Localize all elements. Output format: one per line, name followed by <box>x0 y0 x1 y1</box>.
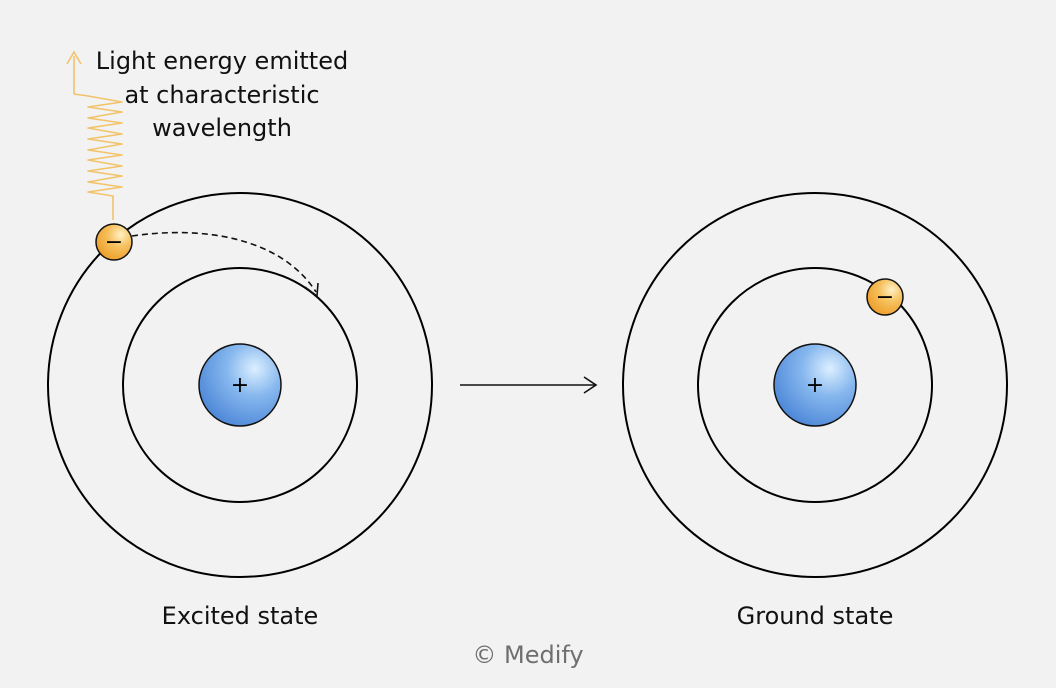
outer-orbit <box>622 192 1008 578</box>
nucleus-plus-symbol: + <box>806 373 824 398</box>
inner-orbit <box>122 267 358 503</box>
electron-minus-symbol: − <box>876 285 894 310</box>
emission-label-line-1: Light energy emitted <box>96 47 348 75</box>
excited-state-label: Excited state <box>162 602 319 630</box>
electron: − <box>866 278 904 316</box>
emission-label-line-2: at characteristic <box>124 81 319 109</box>
ground-state-label: Ground state <box>737 602 894 630</box>
inner-orbit <box>697 267 933 503</box>
copyright-credit: © Medify <box>472 641 583 669</box>
ground-state-atom: + − Ground state <box>622 192 1008 630</box>
transition-arrow <box>460 376 598 394</box>
electron: − <box>95 223 133 261</box>
nucleus-plus-symbol: + <box>231 373 249 398</box>
electron-minus-symbol: − <box>105 230 123 255</box>
nucleus: + <box>773 343 857 427</box>
electron-transition-arrow <box>131 231 319 298</box>
light-wave-icon <box>66 50 123 220</box>
emission-label-line-3: wavelength <box>152 114 292 142</box>
emission-label: Light energy emitted at characteristic w… <box>96 47 348 142</box>
nucleus: + <box>198 343 282 427</box>
excited-state-atom: + − Excited state <box>47 50 433 630</box>
outer-orbit <box>47 192 433 578</box>
